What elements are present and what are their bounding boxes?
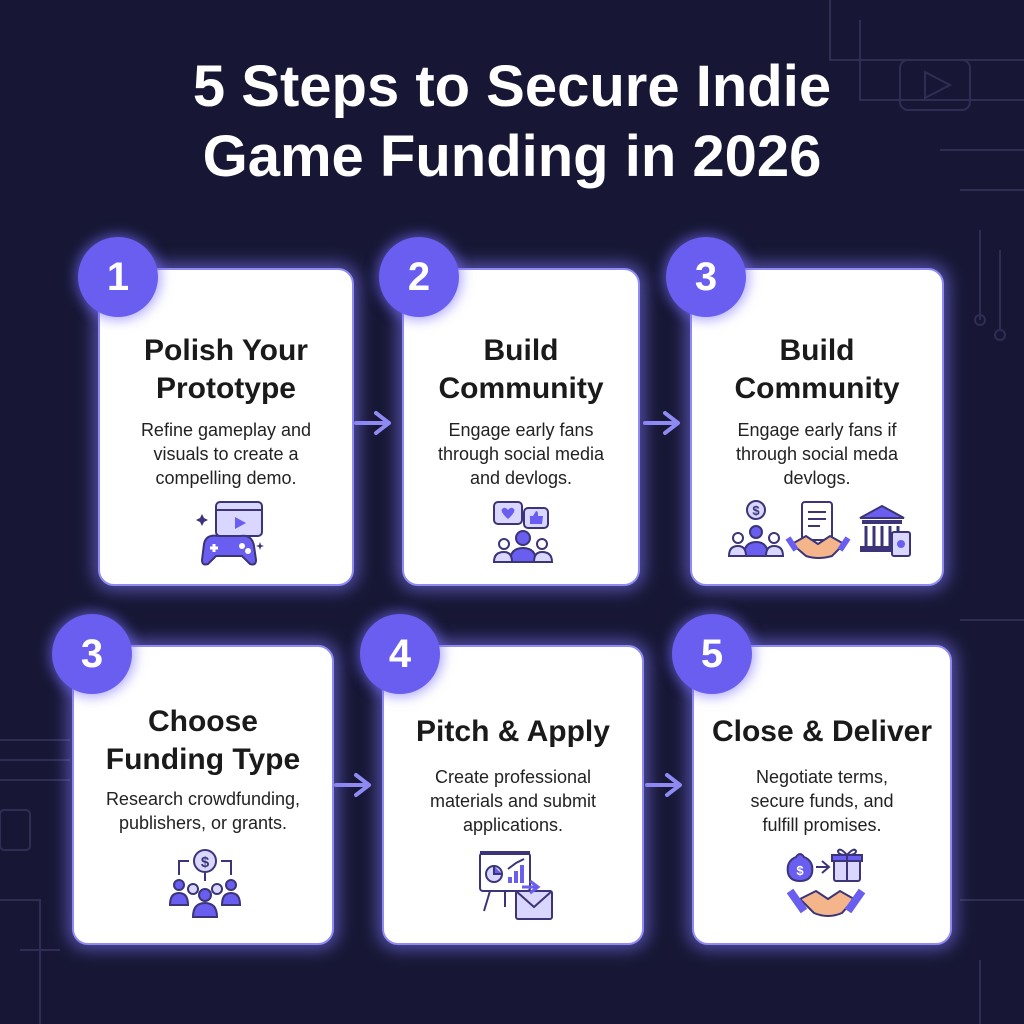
step-title-line: Prototype (155, 372, 296, 405)
step-desc-line: Negotiate terms, (755, 767, 889, 787)
pitch-presentation-icon (479, 851, 553, 920)
crowdfunding-icon: $ (168, 849, 242, 918)
step-title-line: Build (483, 334, 559, 367)
step-description: Negotiate terms, secure funds, and fulfi… (706, 765, 938, 837)
step-number-badge: 4 (360, 614, 440, 694)
step-title-line: Community (734, 372, 900, 405)
step-number-badge: 1 (78, 237, 158, 317)
funding-sources-icon: $ (727, 500, 911, 559)
community-chat-icon (492, 501, 554, 563)
step-title: Pitch & Apply (392, 713, 634, 751)
step-desc-line: visuals to create a (153, 444, 299, 464)
step-desc-line: secure funds, and (750, 791, 894, 811)
step-desc-line: materials and submit (429, 791, 597, 811)
svg-text:$: $ (201, 854, 210, 871)
step-title-line: Pitch & Apply (416, 715, 610, 748)
step-card-6: Close & Deliver Negotiate terms, secure … (692, 645, 952, 945)
page-title: 5 Steps to Secure Indie Game Funding in … (0, 52, 1024, 192)
title-line-2: Game Funding in 2026 (202, 124, 822, 189)
step-description: Research crowdfunding, publishers, or gr… (86, 787, 320, 835)
step-title-line: Funding Type (105, 743, 301, 776)
step-title: Build Community (700, 332, 934, 408)
arrow-right-icon (354, 411, 391, 435)
step-desc-line: compelling demo. (155, 468, 297, 488)
step-title: Close & Deliver (702, 713, 942, 751)
step-card-5: Pitch & Apply Create professional materi… (382, 645, 644, 945)
game-controller-video-icon (196, 501, 264, 566)
step-desc-line: through social media (437, 444, 605, 464)
svg-text:$: $ (752, 503, 760, 518)
step-desc-line: Research crowdfunding, (105, 789, 301, 809)
step-title: Polish Your Prototype (108, 332, 344, 408)
step-card-4: Choose Funding Type Research crowdfundin… (72, 645, 334, 945)
step-card-3: Build Community Engage early fans if thr… (690, 268, 944, 586)
step-desc-line: Engage early fans (448, 420, 594, 440)
step-desc-line: applications. (462, 815, 564, 835)
step-title-line: Community (438, 372, 604, 405)
step-number-badge: 5 (672, 614, 752, 694)
step-title: Choose Funding Type (82, 703, 324, 779)
step-number-badge: 3 (666, 237, 746, 317)
step-title-line: Close & Deliver (711, 715, 933, 748)
step-desc-line: devlogs. (783, 468, 851, 488)
step-desc-line: and devlogs. (469, 468, 573, 488)
step-title-line: Build (779, 334, 855, 367)
step-title-line: Polish Your (144, 334, 308, 367)
step-desc-line: through social meda (735, 444, 899, 464)
step-description: Engage early fans if through social meda… (704, 418, 930, 490)
step-desc-line: fulfill promises. (762, 815, 882, 835)
step-card-1: Polish Your Prototype Refine gameplay an… (98, 268, 354, 586)
step-number-badge: 2 (379, 237, 459, 317)
step-description: Create professional materials and submit… (396, 765, 630, 837)
arrow-right-icon (645, 773, 682, 797)
arrow-right-icon (334, 773, 371, 797)
step-description: Engage early fans through social media a… (416, 418, 626, 490)
step-number-badge: 3 (52, 614, 132, 694)
step-desc-line: Create professional (434, 767, 592, 787)
svg-text:$: $ (796, 863, 804, 878)
step-desc-line: publishers, or grants. (118, 813, 288, 833)
handshake-deal-icon: $ (786, 848, 866, 917)
step-title: Build Community (412, 332, 630, 408)
title-line-1: 5 Steps to Secure Indie (192, 54, 832, 119)
step-desc-line: Refine gameplay and (140, 420, 312, 440)
step-card-2: Build Community Engage early fans throug… (402, 268, 640, 586)
step-title-line: Choose (147, 705, 258, 738)
arrow-right-icon (643, 411, 680, 435)
step-description: Refine gameplay and visuals to create a … (112, 418, 340, 490)
step-desc-line: Engage early fans if (737, 420, 897, 440)
